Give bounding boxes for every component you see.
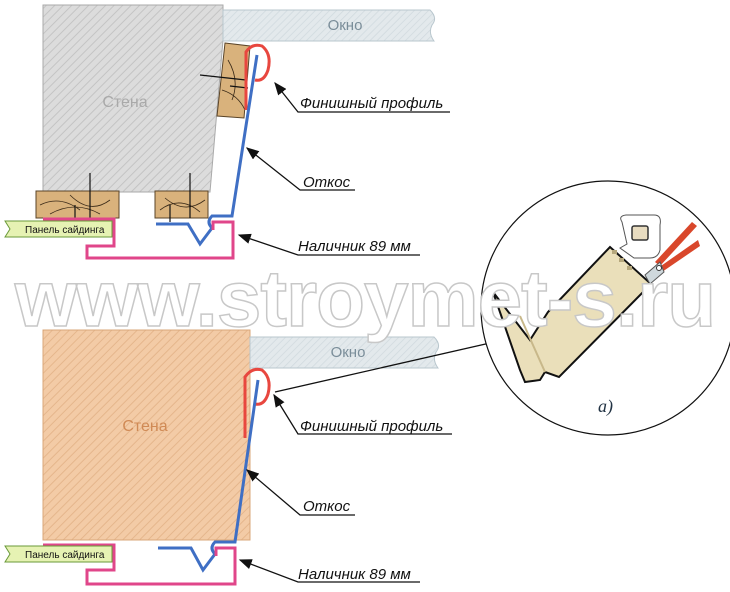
wood-batten — [35, 190, 120, 219]
callout-slope: Откос — [303, 174, 351, 191]
wood-batten — [216, 42, 251, 119]
callout-casing: Наличник 89 мм — [298, 566, 411, 583]
wall-label: Стена — [122, 418, 167, 435]
trimmed-panel — [492, 245, 653, 384]
window-label: Окно — [328, 17, 363, 34]
siding-panel-label: Панель сайдинга — [25, 550, 105, 561]
detail-inset: а) — [480, 180, 730, 436]
tin-snips-icon — [644, 222, 700, 285]
callout-finish-profile: Финишный профиль — [300, 95, 443, 112]
top-diagram: Стена Окно Панель сайдинга Финиш — [4, 4, 450, 260]
slope-panel — [156, 54, 259, 247]
casing-trim — [43, 217, 235, 260]
siding-panel-label: Панель сайдинга — [25, 225, 105, 236]
finish-profile — [244, 43, 271, 110]
window-frame — [249, 336, 440, 369]
window-label: Окно — [331, 344, 366, 361]
wall-shape — [42, 329, 251, 541]
casing-trim — [43, 543, 237, 586]
window-frame — [222, 9, 436, 42]
slope-panel — [158, 379, 260, 573]
finish-profile — [243, 367, 271, 438]
inset-label: а) — [598, 396, 613, 417]
bottom-diagram: Стена Окно Панель сайдинга Финишный проф… — [4, 329, 491, 586]
siding-panel — [4, 220, 113, 238]
wood-batten — [154, 190, 209, 219]
callout-finish-profile: Финишный профиль — [300, 418, 443, 435]
wall-label: Стена — [102, 94, 147, 111]
siding-panel — [4, 545, 113, 563]
watermark: www.stroymet-s.ru — [14, 254, 715, 343]
callout-casing: Наличник 89 мм — [298, 238, 411, 255]
callout-slope: Откос — [303, 498, 351, 515]
